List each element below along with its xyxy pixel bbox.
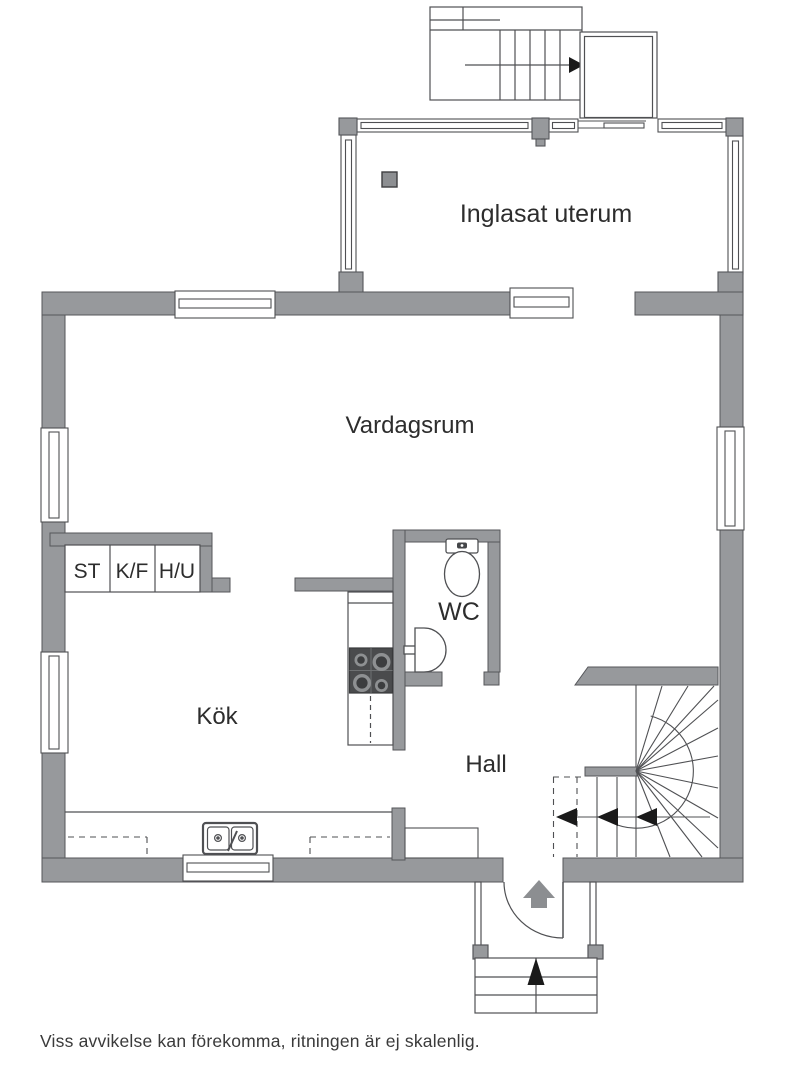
label-vardagsrum: Vardagsrum — [346, 412, 475, 439]
stair-direction-arrows-icon — [556, 808, 657, 826]
kitchen-window — [182, 854, 274, 882]
kitchen-sink-icon — [201, 821, 259, 856]
window — [174, 290, 276, 319]
room-labels: Inglasat uterum Vardagsrum Kök Hall WC S… — [74, 200, 633, 778]
windows — [40, 287, 745, 882]
entry-door — [503, 881, 564, 939]
label-inglasat-uterum: Inglasat uterum — [460, 200, 632, 228]
stair-head-wall — [574, 666, 719, 686]
stair-up-arrow-icon — [569, 57, 584, 73]
hall-bench — [404, 827, 479, 859]
label-kok: Kök — [196, 703, 238, 730]
closet-unit — [64, 544, 201, 593]
label-closet-kf: K/F — [116, 560, 149, 583]
window — [40, 427, 69, 523]
uterum-glazing — [338, 117, 744, 316]
uterum-door — [578, 120, 646, 129]
porch-steps — [474, 957, 598, 1014]
window — [509, 287, 574, 319]
kitchen-counter — [65, 591, 479, 859]
label-hall: Hall — [465, 751, 506, 778]
wc-fixtures — [403, 538, 481, 673]
steps-up-arrow-icon — [527, 958, 545, 985]
interior-walls — [49, 529, 719, 861]
label-closet-hu: H/U — [159, 560, 195, 583]
winder-staircase — [552, 685, 719, 858]
window — [716, 426, 745, 531]
toilet-icon — [443, 538, 481, 598]
exterior-staircase — [429, 6, 658, 119]
stove-icon — [348, 647, 394, 694]
wc-sink-icon — [403, 627, 447, 673]
label-closet-st: ST — [74, 560, 101, 583]
label-wc: WC — [438, 598, 480, 626]
entrance — [472, 880, 604, 1014]
entry-arrow-icon — [523, 880, 555, 908]
disclaimer-text: Viss avvikelse kan förekomma, ritningen … — [40, 1031, 480, 1051]
stair-handrail — [584, 766, 638, 777]
window — [40, 651, 69, 754]
uterum-pillar — [381, 171, 398, 188]
